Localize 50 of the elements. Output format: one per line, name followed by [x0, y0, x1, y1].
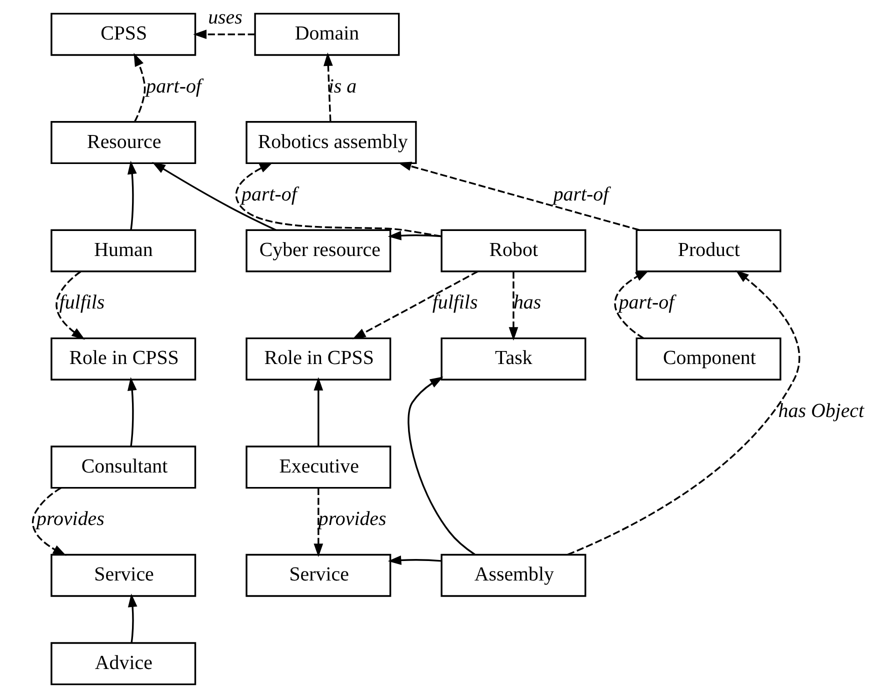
arrow — [128, 160, 137, 230]
node-box: Robotics assembly — [246, 121, 417, 164]
arrow — [128, 594, 138, 644]
node-box: Advice — [50, 642, 196, 686]
edge-label: provides — [318, 508, 386, 530]
arrow — [314, 377, 324, 446]
node-box: CPSS — [50, 12, 196, 56]
node-box: Product — [636, 229, 782, 272]
arrow — [128, 377, 137, 446]
edge-label: provides — [36, 508, 104, 530]
node-box: Consultant — [50, 446, 196, 489]
arrow — [398, 162, 640, 231]
node-box: Cyber resource — [246, 229, 392, 272]
arrow — [408, 376, 476, 556]
node-box: Component — [636, 337, 782, 380]
arrow — [193, 30, 255, 40]
edge-label: uses — [208, 6, 242, 28]
node-box: Service — [246, 554, 392, 597]
arrow — [323, 52, 333, 122]
edge-label: fulfils — [432, 292, 478, 314]
arrow — [314, 488, 324, 557]
node-box: Role in CPSS — [246, 337, 392, 380]
edge-label: is a — [328, 75, 357, 98]
arrow — [352, 270, 478, 340]
node-box: Assembly — [440, 554, 586, 597]
arrow — [152, 162, 276, 231]
edge-label: part-of — [146, 75, 202, 98]
node-box: Executive — [246, 446, 392, 489]
edge-label: part-of — [553, 184, 609, 206]
arrow — [56, 270, 86, 340]
edge-label: part-of — [618, 292, 674, 314]
node-box: Human — [50, 229, 196, 272]
arrow — [508, 272, 518, 341]
arrow — [388, 230, 442, 240]
node-box: Resource — [50, 121, 196, 164]
edge-label: part-of — [242, 184, 297, 206]
arrow — [388, 556, 442, 565]
arrow — [32, 487, 66, 556]
node-box: Robot — [440, 229, 586, 272]
node-box: Task — [440, 337, 586, 380]
arrow — [567, 270, 800, 556]
edge-label: has — [513, 292, 542, 314]
arrow — [614, 270, 650, 340]
edge-label: fulfils — [59, 292, 105, 314]
node-box: Role in CPSS — [50, 337, 196, 380]
arrow — [134, 52, 146, 122]
arrow — [235, 162, 442, 238]
node-box: Domain — [254, 12, 400, 56]
edge-label: has Object — [778, 400, 864, 422]
node-box: Service — [50, 554, 196, 597]
